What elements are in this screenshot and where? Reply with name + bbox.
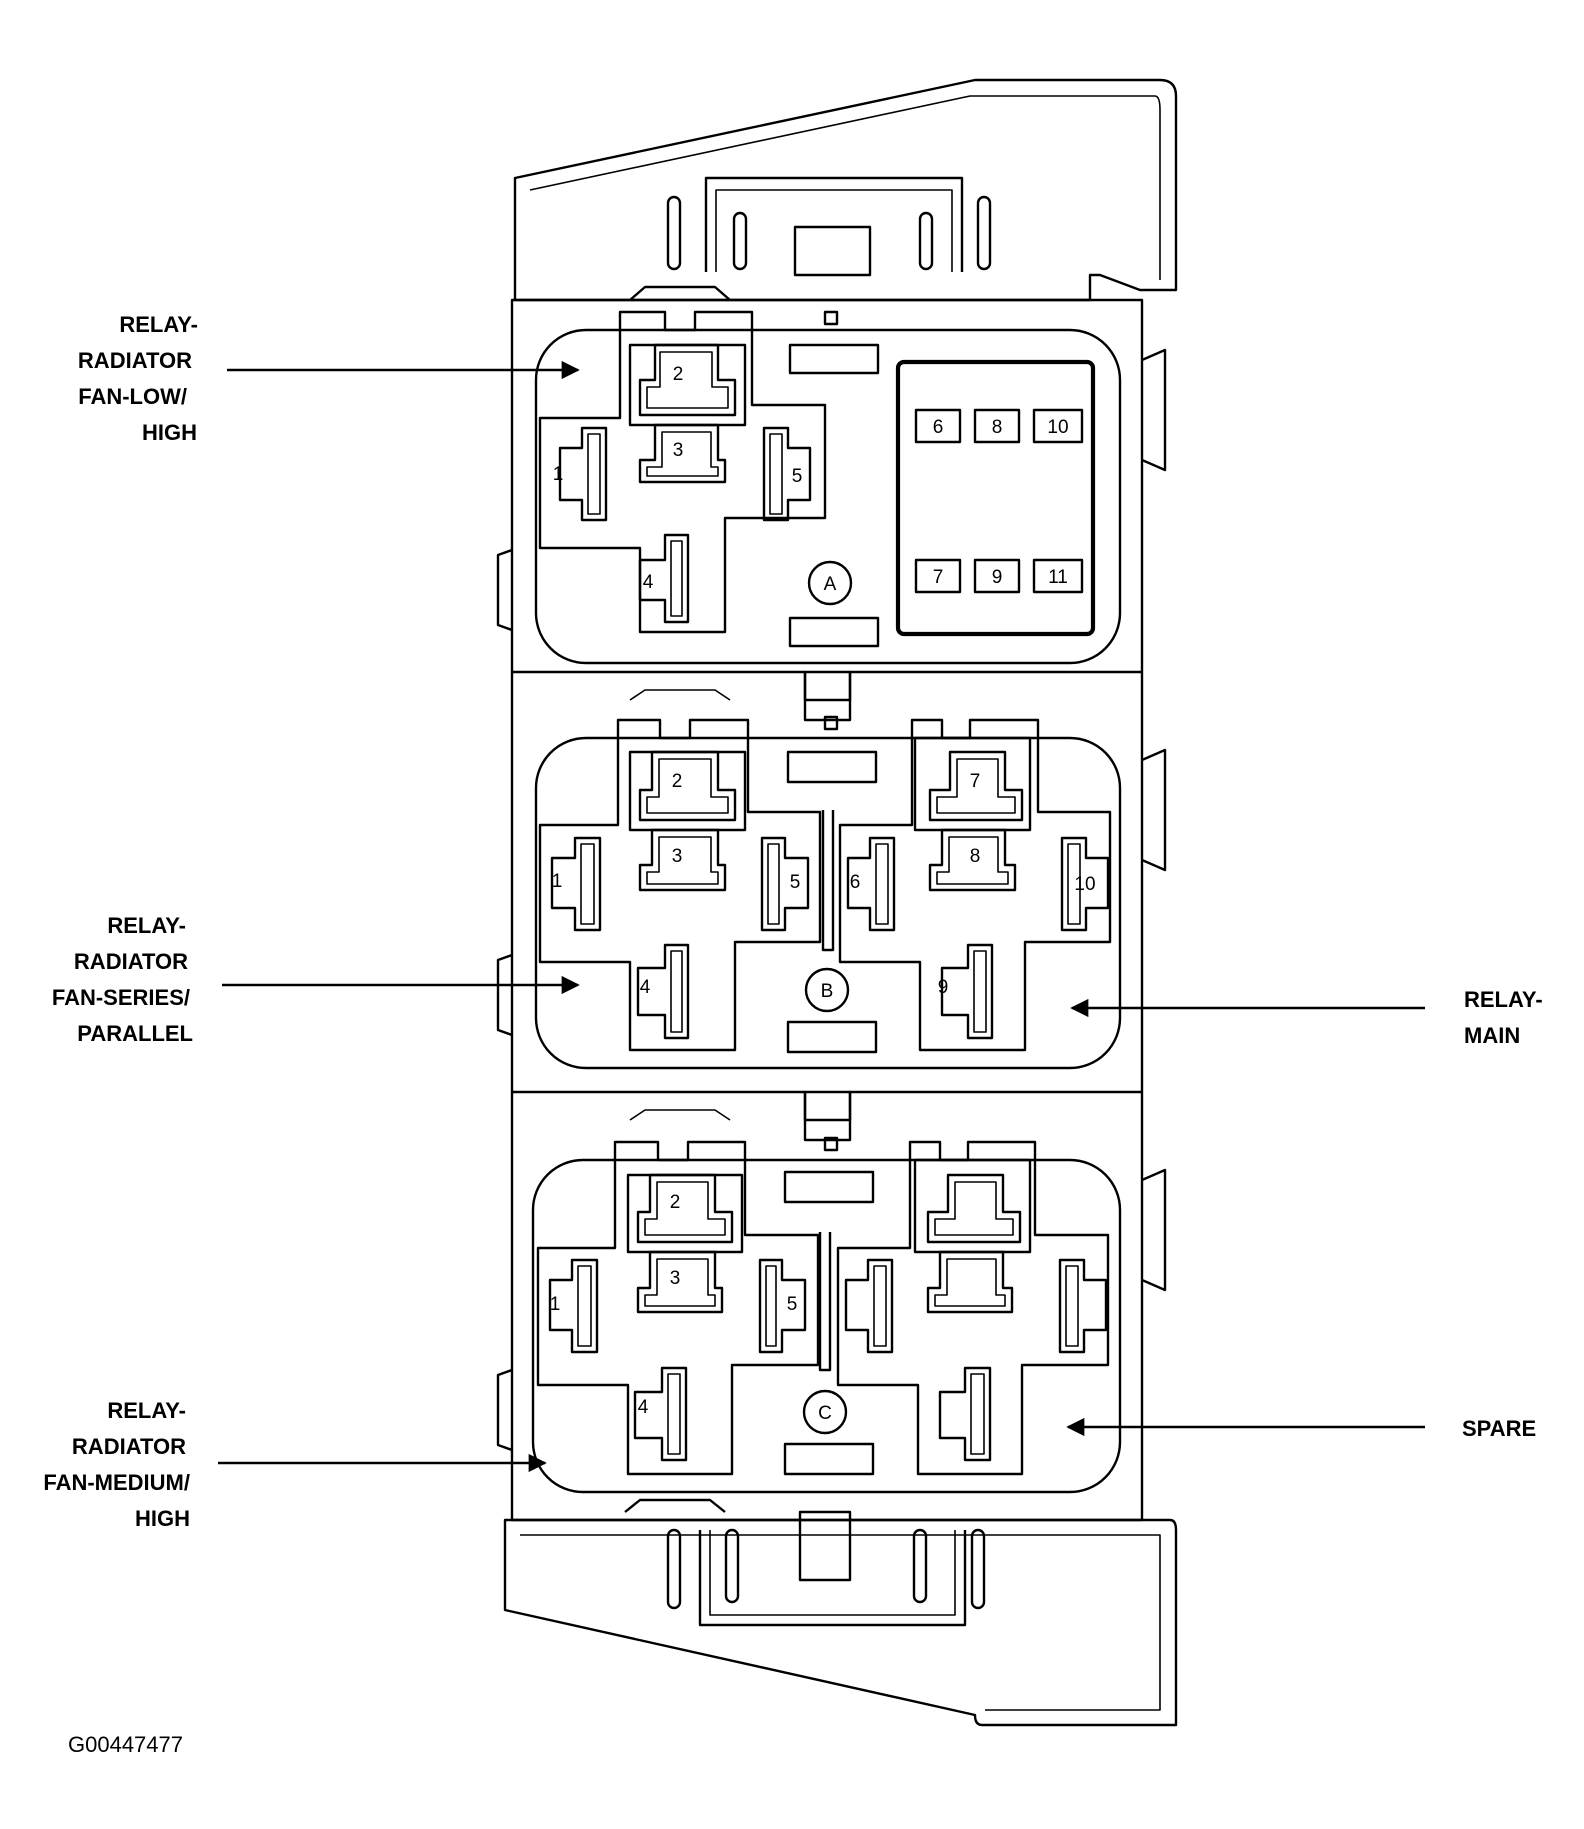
callout-line: RELAY-	[107, 913, 186, 938]
pin-label: 9	[992, 567, 1003, 588]
socket-c	[531, 1140, 1122, 1494]
callout-line: RADIATOR	[74, 949, 188, 974]
callout-line: RELAY-	[119, 312, 198, 337]
socket-c-letter: C	[818, 1403, 832, 1424]
callout-relay-medium-high: RELAY- RADIATOR FAN-MEDIUM/ HIGH	[43, 1398, 190, 1531]
pin-label: 2	[673, 364, 684, 385]
callout-line: HIGH	[135, 1506, 190, 1531]
pin-label: 3	[672, 846, 683, 867]
callout-line: SPARE	[1462, 1416, 1536, 1441]
callout-relay-series-parallel: RELAY- RADIATOR FAN-SERIES/ PARALLEL	[52, 913, 193, 1046]
callout-line: RADIATOR	[78, 348, 192, 373]
socket-c-pins: 1 2 3 4 5 C	[550, 1192, 832, 1424]
pin-label: 8	[992, 417, 1003, 438]
pin-label: 1	[553, 464, 564, 485]
pin-label: 2	[670, 1192, 681, 1213]
pin-label: 1	[550, 1294, 561, 1315]
pin-label: 7	[933, 567, 944, 588]
pin-label: 4	[638, 1397, 649, 1418]
callout-relay-low-high: RELAY- RADIATOR FAN-LOW/ HIGH	[78, 312, 198, 445]
socket-b-pins: 1 2 3 4 5 6 7 8 9 10 B	[552, 771, 1096, 1002]
socket-b-letter: B	[821, 981, 834, 1002]
callout-line: FAN-MEDIUM/	[43, 1470, 190, 1495]
pin-label: 7	[970, 771, 981, 792]
socket-a	[534, 310, 1122, 665]
pin-label: 1	[552, 871, 563, 892]
pin-label: 10	[1047, 417, 1068, 438]
callout-line: PARALLEL	[77, 1021, 193, 1046]
callout-line: RELAY-	[107, 1398, 186, 1423]
callout-line: FAN-LOW/	[78, 384, 187, 409]
socket-a-letter: A	[824, 574, 837, 595]
pin-label: 2	[672, 771, 683, 792]
pin-label: 4	[640, 977, 651, 998]
callout-line: HIGH	[142, 420, 197, 445]
pin-label: 6	[933, 417, 944, 438]
callout-relay-main: RELAY- MAIN	[1464, 987, 1543, 1048]
relay-box-housing	[496, 78, 1178, 1727]
pin-label: 5	[790, 872, 801, 893]
pin-label: 3	[670, 1268, 681, 1289]
pin-label: 11	[1048, 567, 1068, 588]
pin-label: 3	[673, 440, 684, 461]
callout-line: RADIATOR	[72, 1434, 186, 1459]
socket-b	[534, 718, 1122, 1070]
pin-label: 6	[850, 872, 861, 893]
callout-spare: SPARE	[1462, 1416, 1536, 1441]
pin-label: 5	[792, 466, 803, 487]
callout-line: RELAY-	[1464, 987, 1543, 1012]
pin-label: 4	[643, 572, 654, 593]
callout-line: FAN-SERIES/	[52, 985, 190, 1010]
socket-a-pins: 1 2 3 4 5 6 8 10 7 9 11 A	[553, 364, 1069, 595]
pin-label: 10	[1074, 874, 1095, 895]
pin-label: 9	[938, 977, 949, 998]
callout-line: MAIN	[1464, 1023, 1520, 1048]
pin-label: 5	[787, 1294, 798, 1315]
leader-arrows	[218, 360, 1425, 1473]
figure-id: G00447477	[68, 1732, 183, 1757]
pin-label: 8	[970, 846, 981, 867]
